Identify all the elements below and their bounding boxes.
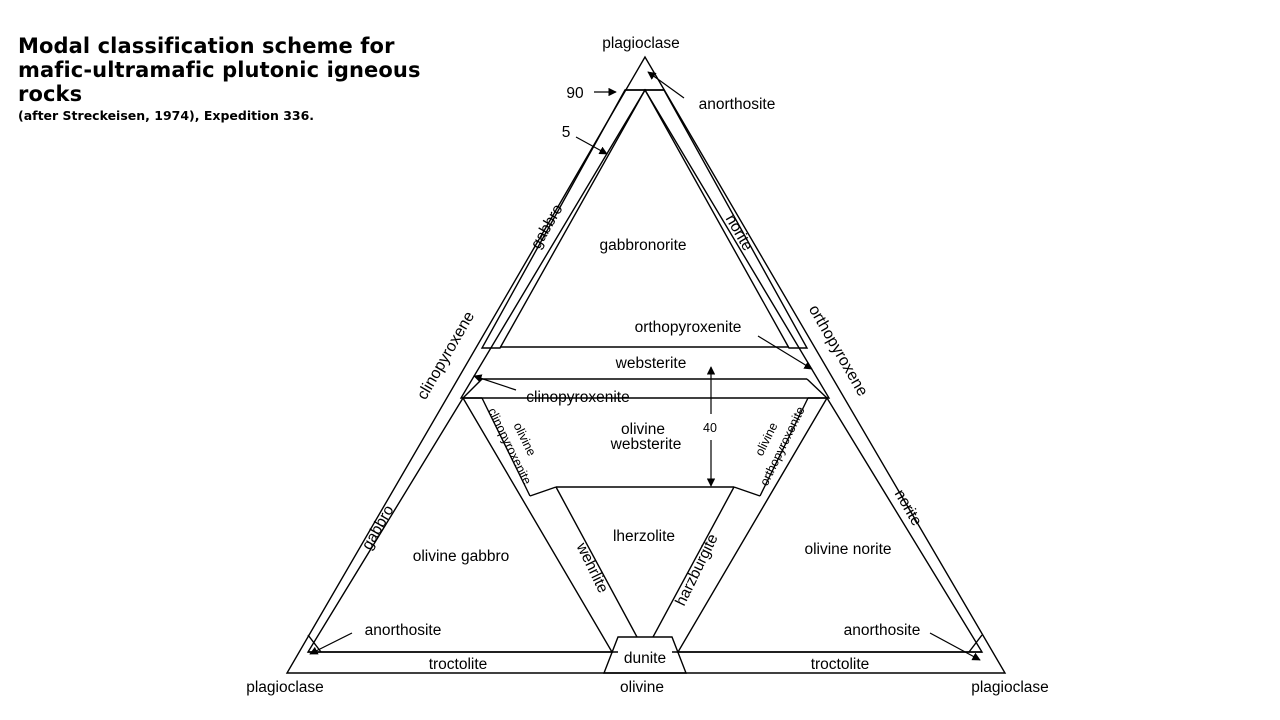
label-olivine-norite: olivine norite: [804, 541, 891, 558]
label-norite-lower: norite: [891, 487, 925, 529]
axis-orthopyroxene: orthopyroxene: [805, 302, 871, 399]
vertex-bottom-left-label: plagioclase: [246, 679, 324, 696]
label-gabbronorite: gabbronorite: [599, 237, 686, 254]
label-olivine-gabbro: olivine gabbro: [413, 548, 510, 565]
marker-90: 90: [566, 85, 584, 102]
label-troctolite-left: troctolite: [429, 656, 488, 673]
label-norite-upper: norite: [722, 212, 756, 254]
title-block: Modal classification scheme for mafic-ul…: [18, 34, 498, 124]
label-lherzolite: lherzolite: [613, 528, 675, 545]
label-anorthosite-right: anorthosite: [844, 622, 921, 639]
dunite-field: [602, 636, 688, 674]
vertex-bottom-center-label: olivine: [620, 679, 664, 696]
label-olivine-websterite-1: olivine: [621, 421, 665, 438]
arrow-anorthosite-left: [309, 632, 353, 655]
axis-clinopyroxene: clinopyroxene: [414, 309, 478, 403]
upper-triangle: [459, 88, 831, 399]
page-subtitle: (after Streckeisen, 1974), Expedition 33…: [18, 108, 315, 123]
label-troctolite-right: troctolite: [811, 656, 870, 673]
lower-left-triangle: [306, 396, 614, 653]
label-wehrlite: wehrlite: [572, 539, 611, 595]
label-clinopyroxenite: clinopyroxenite: [526, 389, 629, 406]
label-harzburgite: harzburgite: [672, 531, 721, 608]
label-websterite: websterite: [615, 355, 687, 372]
vertex-bottom-right-label: plagioclase: [971, 679, 1049, 696]
label-gabbro-upper: gabbro: [528, 202, 567, 252]
marker-40: 40: [703, 421, 717, 435]
arrow-5: [575, 136, 608, 155]
label-orthopyroxenite: orthopyroxenite: [635, 319, 742, 336]
vertex-top-label: plagioclase: [602, 35, 680, 52]
label-gabbro-lower: gabbro: [359, 503, 398, 553]
arrow-orthopyroxenite: [757, 335, 813, 370]
label-anorthosite-top: anorthosite: [699, 96, 776, 113]
marker-5: 5: [562, 124, 571, 141]
label-anorthosite-left: anorthosite: [365, 622, 442, 639]
lower-right-triangle: [676, 396, 984, 653]
label-dunite: dunite: [624, 650, 666, 667]
arrow-clinopyroxenite: [473, 374, 517, 391]
arrow-anorthosite-top: [647, 71, 685, 99]
page-title: Modal classification scheme for mafic-ul…: [18, 34, 421, 106]
arrow-anorthosite-right: [929, 632, 981, 661]
label-olivine-websterite-2: websterite: [610, 436, 682, 453]
